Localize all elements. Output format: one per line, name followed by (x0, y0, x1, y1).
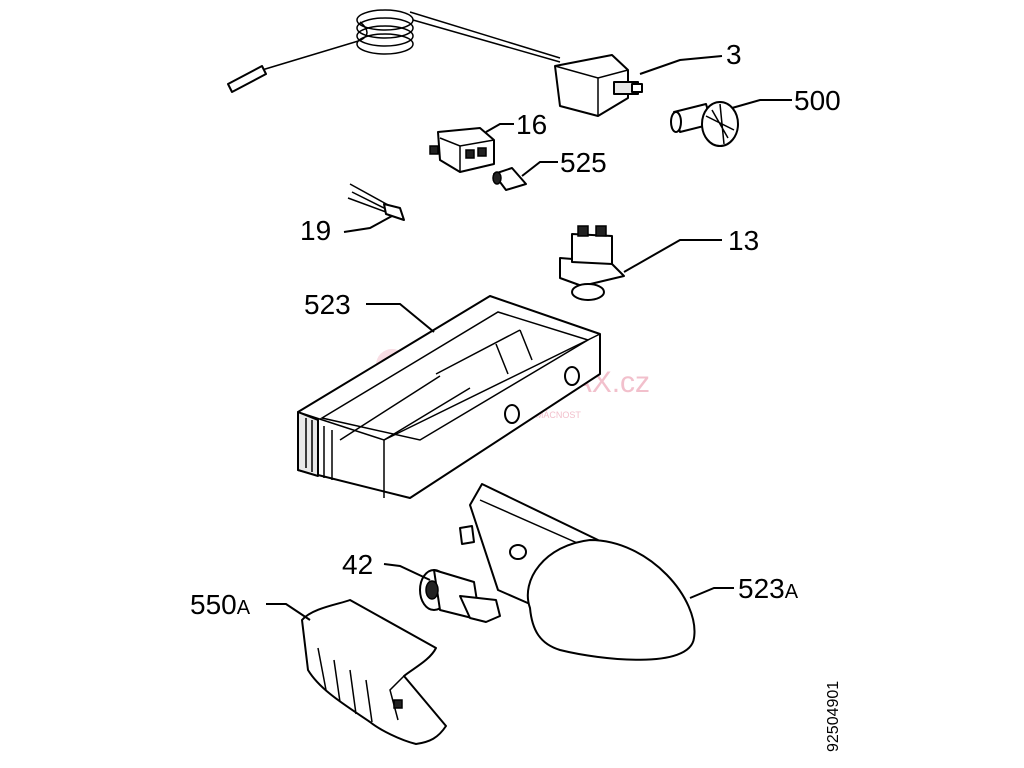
document-number: 92504901 (825, 681, 842, 752)
part-550a-guard (301, 599, 447, 745)
callout-550a-suffix: A (237, 597, 251, 619)
callout-523a-suffix: A (785, 581, 799, 603)
leader-19 (343, 215, 393, 233)
leader-523a (689, 587, 734, 599)
part-16-switch (429, 127, 495, 173)
callout-13: 13 (728, 225, 759, 256)
part-523-housing (297, 295, 601, 499)
callout-500: 500 (794, 85, 841, 116)
leader-lines (266, 55, 792, 621)
part-42-lamp-holder (419, 569, 501, 623)
part-13-lamp-socket (559, 225, 625, 301)
part-523a-cover (459, 483, 696, 661)
callout-523a-number: 523 (738, 573, 785, 604)
callout-523a: 523A (738, 573, 799, 604)
callout-labels: 3 500 16 525 19 13 523 42 550A 523A (190, 39, 841, 620)
leader-500 (731, 99, 792, 109)
leader-13 (623, 239, 722, 273)
callout-550a: 550A (190, 589, 251, 620)
callout-19: 19 (300, 215, 331, 246)
part-525-lamp (492, 167, 527, 191)
callout-42: 42 (342, 549, 373, 580)
part-500-knob (670, 101, 739, 147)
leader-523 (366, 303, 435, 333)
leader-42 (383, 563, 431, 581)
part-3-thermostat (227, 9, 643, 117)
leader-550a (266, 603, 311, 621)
leader-3 (639, 55, 723, 75)
callout-523: 523 (304, 289, 351, 320)
leader-16 (485, 123, 514, 133)
callout-550a-number: 550 (190, 589, 237, 620)
part-19-connector (347, 183, 405, 221)
callout-16: 16 (516, 109, 547, 140)
leader-525 (521, 161, 558, 177)
callout-525: 525 (560, 147, 607, 178)
callout-3: 3 (726, 39, 742, 70)
